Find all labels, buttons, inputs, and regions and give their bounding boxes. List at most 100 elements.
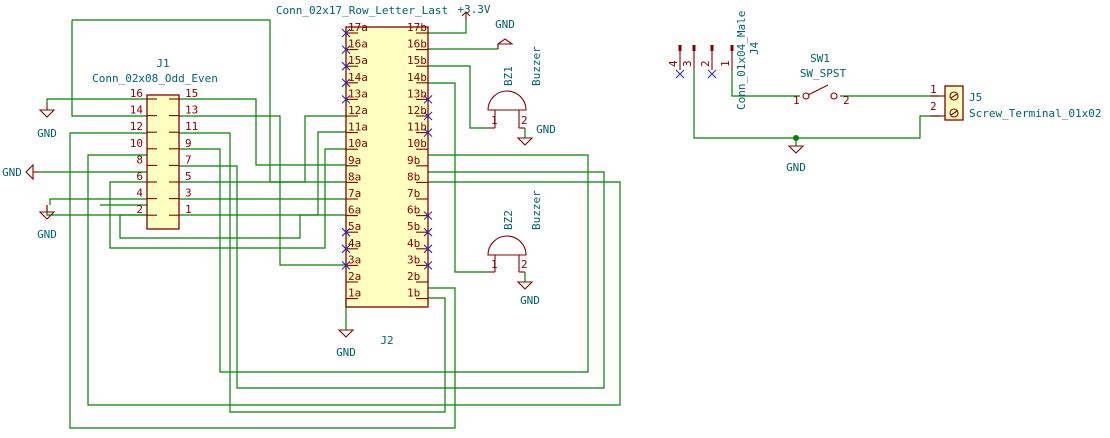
j1-pin-number: 13 xyxy=(185,104,198,117)
j4-pin-head xyxy=(678,45,682,51)
gnd-label: GND xyxy=(2,166,22,179)
j5-pin2: 2 xyxy=(930,100,937,113)
j2-pins: 17a16a15a14a13a12a11a10a9a8a7a6a5a4a3a2a… xyxy=(341,21,433,300)
bz1-pin2: 2 xyxy=(521,114,528,127)
j2-pin-label: 14a xyxy=(348,71,368,84)
gnd-symbol: GND xyxy=(37,205,57,241)
no-connect-flag xyxy=(341,244,351,254)
j5-body xyxy=(944,85,964,121)
j2-pin-label: 12a xyxy=(348,104,368,117)
connector-j2[interactable]: 17a16a15a14a13a12a11a10a9a8a7a6a5a4a3a2a… xyxy=(276,4,448,347)
j2-pin-label: 9a xyxy=(348,154,361,167)
wire xyxy=(49,198,147,205)
gnd-label: GND xyxy=(536,123,556,136)
bz1-body xyxy=(487,90,527,111)
wire xyxy=(179,115,346,183)
j4-ref: J4 xyxy=(748,41,761,55)
j2-ref: J2 xyxy=(380,334,393,347)
gnd-symbol: GND xyxy=(786,145,806,174)
gnd-symbol: GND xyxy=(516,281,540,307)
no-connect-flag xyxy=(423,95,433,104)
wire xyxy=(72,19,346,183)
terminal-j5[interactable]: 1 2 J5 Screw_Terminal_01x02 xyxy=(930,83,1101,121)
bz2-pin1: 1 xyxy=(491,258,498,271)
sw1-lever xyxy=(807,84,829,96)
j2-pin-label: 13b xyxy=(407,87,427,100)
j1-pin-number: 8 xyxy=(136,153,143,166)
j2-pin-label: 10a xyxy=(348,137,368,150)
j1-pin-number: 9 xyxy=(185,137,192,150)
no-connect-flag xyxy=(423,244,433,254)
no-connect-flag xyxy=(423,211,433,220)
j2-pin-label: 1b xyxy=(407,287,420,300)
j2-pin-label: 16b xyxy=(407,38,427,51)
j2-pin-label: 3a xyxy=(348,253,361,266)
no-connect-flag xyxy=(675,69,685,79)
switch-sw1[interactable]: 1 2 SW1 SW_SPST xyxy=(793,52,850,107)
power-3v3-label: +3.3V xyxy=(457,3,490,16)
j2-pin-label: 15b xyxy=(407,54,427,67)
j2-pin-label: 2a xyxy=(348,270,361,283)
sw1-value: SW_SPST xyxy=(800,67,847,80)
j2-pin-label: 9b xyxy=(407,154,420,167)
j1-body xyxy=(146,94,180,230)
j2-pin-label: 4a xyxy=(348,237,361,250)
j5-screw xyxy=(949,91,959,101)
sw1-ref: SW1 xyxy=(810,52,830,65)
wire xyxy=(71,20,147,117)
wire xyxy=(109,181,148,249)
j4-pin-number: 3 xyxy=(681,60,694,67)
wire xyxy=(46,98,147,103)
gnd-symbol: GND xyxy=(336,329,356,359)
bz1-ref: BZ1 xyxy=(502,66,515,86)
j5-pin1: 1 xyxy=(930,83,937,96)
bz2-value: Buzzer xyxy=(530,190,543,230)
j2-pin-label: 4b xyxy=(407,237,420,250)
j2-pin-label: 6b xyxy=(407,204,420,217)
gnd-label: GND xyxy=(786,161,806,174)
j1-pin-number: 14 xyxy=(130,104,144,117)
j1-pin-number: 4 xyxy=(136,187,143,200)
j4-pin-head xyxy=(692,45,696,51)
buzzer-bz2[interactable]: 1 2 BZ2 Buzzer xyxy=(487,190,543,273)
wire xyxy=(179,131,346,216)
j2-pin-label: 6a xyxy=(348,204,361,217)
j2-pin-label: 13a xyxy=(348,87,368,100)
no-connect-flag xyxy=(707,69,717,79)
sw1-contact xyxy=(830,92,838,100)
wire xyxy=(428,82,488,273)
j2-pin-label: 8b xyxy=(407,170,420,183)
wire xyxy=(148,148,346,249)
j2-pin-label: 17b xyxy=(407,21,427,34)
j2-pin-label: 16a xyxy=(348,38,368,51)
j4-pin-head xyxy=(730,45,734,51)
j1-pin-number: 10 xyxy=(130,137,143,150)
j5-value: Screw_Terminal_01x02 xyxy=(969,107,1101,120)
no-connect-flag xyxy=(341,78,351,88)
j4-pin-number: 2 xyxy=(699,60,712,67)
bz1-value: Buzzer xyxy=(530,46,543,86)
j1-pin-number: 5 xyxy=(185,170,192,183)
j2-pin-label: 7b xyxy=(407,187,420,200)
j2-pin-label: 5a xyxy=(348,220,361,233)
j5-screw xyxy=(949,108,959,118)
buzzer-bz1[interactable]: 1 2 BZ1 Buzzer xyxy=(487,46,543,129)
j2-pin-label: 12b xyxy=(407,104,427,117)
gnd-label: GND xyxy=(336,346,356,359)
j2-pin-label: 10b xyxy=(407,137,427,150)
no-connect-flag xyxy=(423,227,433,237)
wire xyxy=(693,70,940,139)
j2-pin-label: 7a xyxy=(348,187,361,200)
j1-pin-number: 12 xyxy=(130,120,143,133)
j2-pin-label: 15a xyxy=(348,54,368,67)
gnd-symbol: GND xyxy=(37,103,57,140)
wires xyxy=(40,19,940,429)
no-connect-flag xyxy=(341,61,351,71)
wire xyxy=(428,20,467,34)
bz2-pin2: 2 xyxy=(521,258,528,271)
